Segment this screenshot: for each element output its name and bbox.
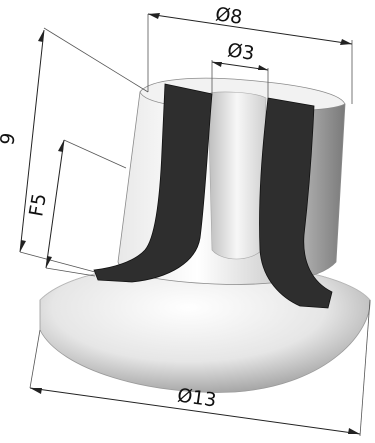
section-cut-left xyxy=(93,83,213,283)
dimension-overall-height: 9 xyxy=(0,27,149,273)
dimension-bore-diameter: Ø3 xyxy=(211,39,269,98)
section-cut-right xyxy=(259,97,333,309)
dimension-base-diameter: Ø13 xyxy=(29,299,371,437)
overall-height-label: 9 xyxy=(0,131,20,147)
stem-height-label: F5 xyxy=(25,192,51,219)
top-diameter-label: Ø8 xyxy=(214,3,244,29)
dimension-top-diameter: Ø8 xyxy=(147,3,353,104)
dimension-stem-height: F5 xyxy=(25,139,127,277)
base-diameter-label: Ø13 xyxy=(176,384,218,411)
inner-bore xyxy=(207,91,267,260)
bore-diameter-label: Ø3 xyxy=(226,39,256,65)
